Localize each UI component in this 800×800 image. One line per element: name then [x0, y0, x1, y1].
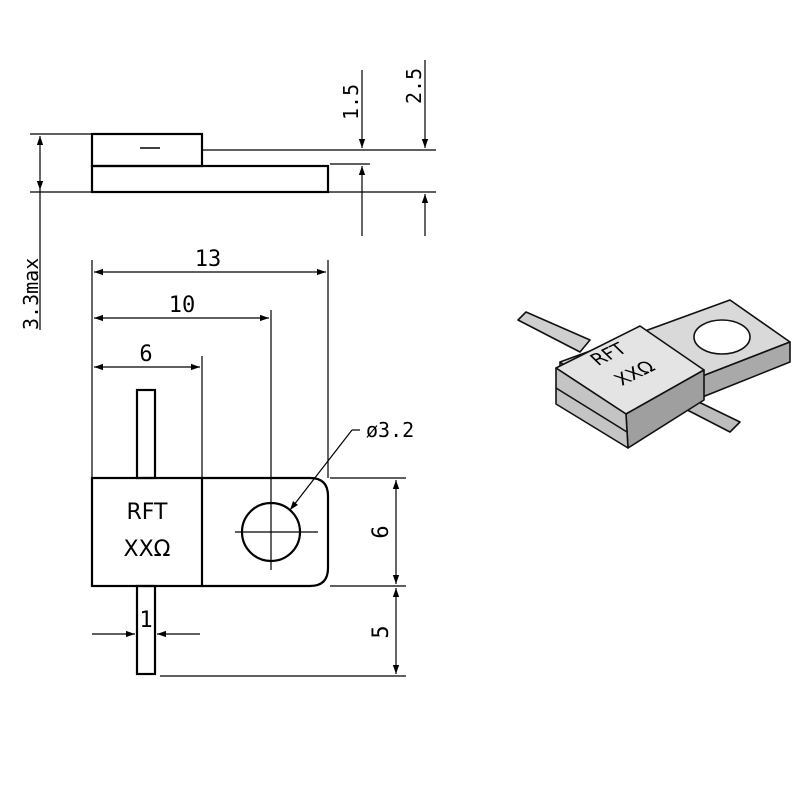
- mounting-flange: [202, 476, 330, 588]
- iso-body-layer-line: [555, 387, 628, 433]
- iso-body-side: [555, 367, 629, 449]
- side-body-top: [90, 132, 204, 168]
- marking-line1: RFT: [127, 500, 169, 525]
- marking-line2: XXΩ: [124, 537, 171, 562]
- iso-mounting-hole: [693, 319, 751, 355]
- dim-10-label: 10: [169, 293, 196, 318]
- top-view: RFT XXΩ 13 10 6 ø3.2 6 5: [90, 247, 414, 677]
- dim-tab-label: 1.5: [339, 84, 363, 120]
- iso-left-lead: [517, 311, 591, 353]
- upper-lead: [135, 388, 157, 480]
- dim-height-label: 3.3max: [19, 258, 43, 330]
- resistor-body: [90, 476, 204, 588]
- dim-5-label: 5: [369, 625, 394, 638]
- side-view: 3.3max 1.5 2.5: [19, 60, 436, 330]
- dim-13-label: 13: [195, 247, 222, 272]
- dim-6-flange-label: 6: [369, 525, 394, 538]
- dim-body-height-label: 2.5: [402, 68, 426, 104]
- dim-6-body-label: 6: [139, 342, 152, 367]
- isometric-view: RFT XXΩ: [517, 299, 791, 449]
- side-base-flange: [90, 164, 330, 194]
- dim-hole-leader: [289, 429, 353, 511]
- dim-lead-width-label: 1: [139, 608, 152, 633]
- dim-hole-label: ø3.2: [366, 418, 414, 442]
- lower-lead: [135, 584, 157, 676]
